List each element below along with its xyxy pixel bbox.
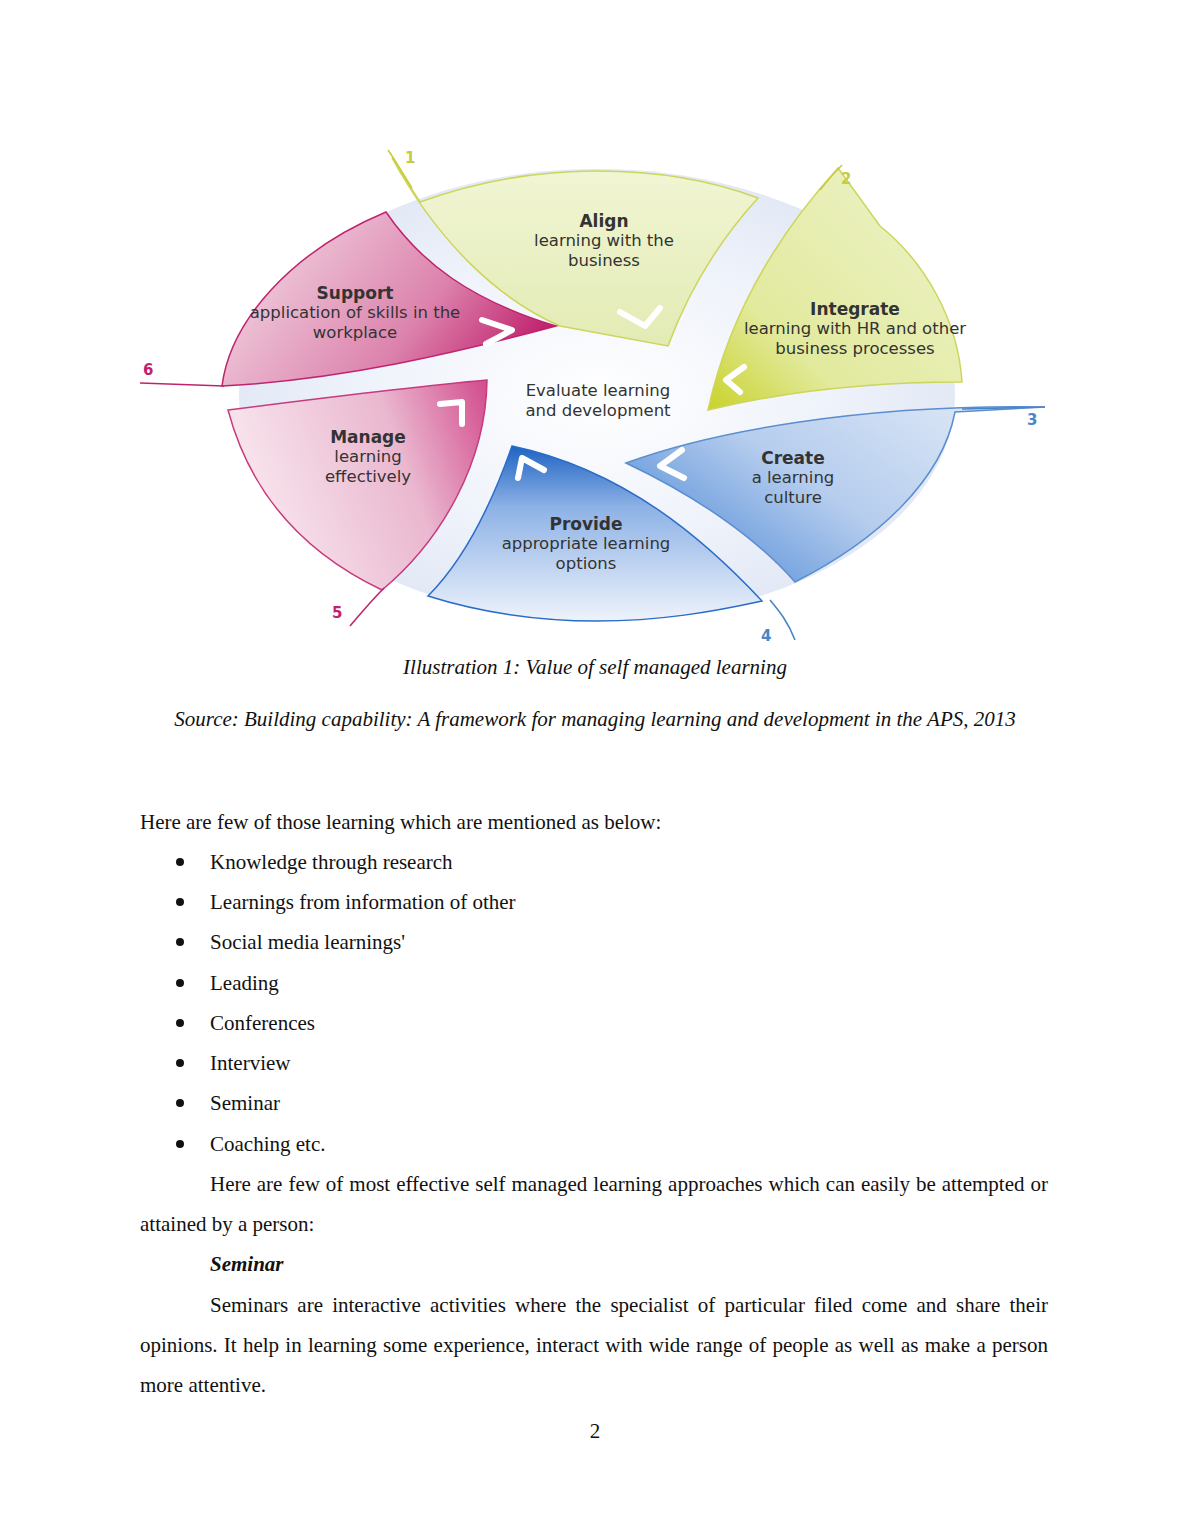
bullet-item: Seminar [210, 1083, 1048, 1123]
callout-lines [140, 150, 1045, 640]
bullet-dot [176, 858, 184, 866]
petal-node: Managelearning effectively [308, 427, 428, 486]
node-body: learning with HR and other business proc… [720, 319, 990, 358]
bullet-item: Conferences [210, 1003, 1048, 1043]
bullet-dot [176, 979, 184, 987]
petal-node: Provideappropriate learning options [496, 514, 676, 573]
node-heading: Integrate [720, 299, 990, 319]
integrate-petal [708, 168, 962, 410]
node-heading: Support [240, 283, 470, 303]
bullet-dot [176, 1140, 184, 1148]
support-petal [222, 212, 556, 386]
node-body: appropriate learning options [496, 534, 676, 573]
node-body: learning with the business [509, 231, 699, 270]
bullet-item: Interview [210, 1043, 1048, 1083]
callout-number: 2 [841, 170, 851, 188]
petal-node: Alignlearning with the business [509, 211, 699, 270]
bullet-item: Social media learnings' [210, 922, 1048, 962]
bullet-item: Learnings from information of other [210, 882, 1048, 922]
node-heading: Align [509, 211, 699, 231]
node-body: application of skills in the workplace [240, 303, 470, 342]
bullet-item: Knowledge through research [210, 842, 1048, 882]
bullet-item: Coaching etc. [210, 1124, 1048, 1164]
section-heading: Seminar [210, 1244, 610, 1284]
callout-number: 5 [332, 604, 342, 622]
callout-number: 4 [761, 627, 771, 645]
bullet-dot [176, 1019, 184, 1027]
petal-node: Integratelearning with HR and other busi… [720, 299, 990, 358]
node-body: learning effectively [308, 447, 428, 486]
petal-node: Createa learning culture [728, 448, 858, 507]
body-paragraph: Here are few of most effective self mana… [140, 1164, 1048, 1244]
petal-node: Evaluate learning and development [523, 381, 673, 420]
callout-number: 3 [1027, 411, 1037, 429]
bullet-dot [176, 898, 184, 906]
callout-number: 1 [405, 149, 415, 167]
petal-node: Supportapplication of skills in the work… [240, 283, 470, 342]
node-heading: Create [728, 448, 858, 468]
bullet-item: Leading [210, 963, 1048, 1003]
bullet-dot [176, 1059, 184, 1067]
bullet-dot [176, 938, 184, 946]
source-note: Source: Building capability: A framework… [140, 699, 1050, 740]
body-paragraph: Seminars are interactive activities wher… [140, 1285, 1048, 1405]
body-text: Here are few of those learning which are… [140, 802, 1048, 842]
callout-number: 6 [143, 361, 153, 379]
figure-caption: Illustration 1: Value of self managed le… [140, 647, 1050, 687]
node-body: Evaluate learning and development [523, 381, 673, 420]
provide-petal [428, 446, 762, 621]
node-heading: Manage [308, 427, 428, 447]
chevrons [440, 308, 744, 478]
bullet-dot [176, 1099, 184, 1107]
node-body: a learning culture [728, 468, 858, 507]
node-heading: Provide [496, 514, 676, 534]
page-number: 2 [545, 1411, 645, 1451]
manage-petal [228, 380, 487, 590]
